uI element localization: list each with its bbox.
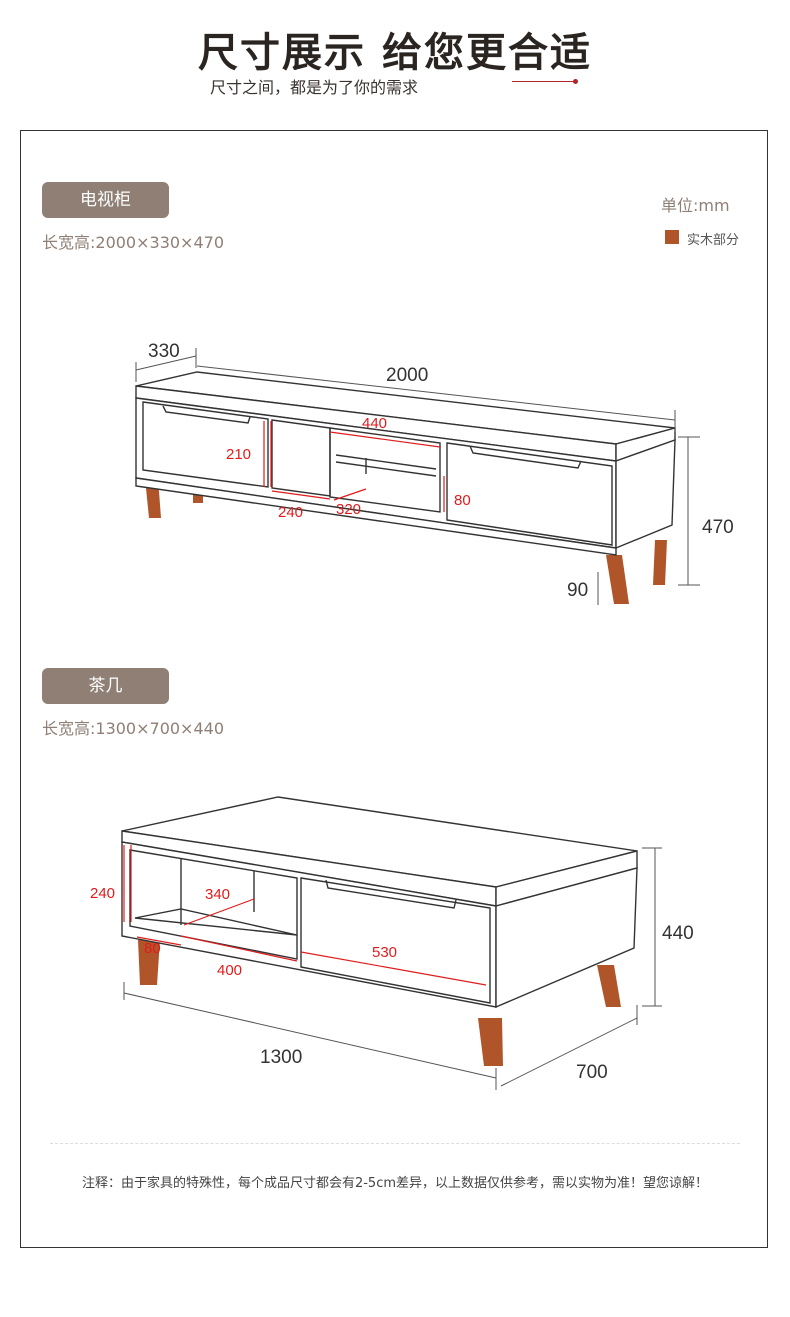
tv-leg-label: 90 xyxy=(567,580,588,601)
ct-open-w-line xyxy=(183,898,255,926)
tv-shelf-d-label: 320 xyxy=(336,501,361,518)
tv-shelf-h-label: 80 xyxy=(454,492,471,509)
decor-dot xyxy=(573,79,578,84)
tv-leg-back-right xyxy=(653,540,667,585)
ct-drawer-w-label: 530 xyxy=(372,944,397,961)
ct-red-dimensions xyxy=(123,845,487,986)
tv-depth-label: 330 xyxy=(148,341,180,362)
tv-height-label: 470 xyxy=(702,517,734,538)
tv-drawer-w-line xyxy=(271,490,331,500)
tv-length-label: 2000 xyxy=(386,365,428,386)
coffee-table-dims: 长宽高:1300×700×440 xyxy=(42,719,225,738)
page-title: 尺寸展示 给您更合适 xyxy=(198,30,592,76)
tv-left-drawer xyxy=(142,401,269,488)
ct-height-label: 440 xyxy=(662,923,694,944)
tv-right-drawer xyxy=(446,442,613,546)
wood-legend-swatch xyxy=(665,230,679,244)
tv-cabinet-dims: 长宽高:2000×330×470 xyxy=(42,233,225,252)
note-divider xyxy=(50,1143,740,1144)
ct-leg-front-right xyxy=(478,1018,503,1066)
tv-shelf-d-line xyxy=(333,488,367,501)
ct-length-line xyxy=(123,992,497,1079)
ct-open-compartment xyxy=(129,849,298,960)
disclaimer-note: 注释：由于家具的特殊性，每个成品尺寸都会有2-5cm差异，以上数据仅供参考，需以… xyxy=(81,1176,709,1191)
coffee-table-drawing xyxy=(121,796,638,1066)
tv-shelf-w-line xyxy=(329,431,441,448)
ct-side-line xyxy=(136,936,182,946)
tv-length-line xyxy=(196,365,676,421)
ct-side-label: 80 xyxy=(144,940,161,957)
ct-open-w-label: 340 xyxy=(205,886,230,903)
tv-drawer-w-label: 240 xyxy=(278,504,303,521)
ct-length-label: 1300 xyxy=(260,1047,302,1068)
ct-compart-w-label: 400 xyxy=(217,962,242,979)
tv-cabinet-badge: 电视柜 xyxy=(42,182,169,218)
tv-plinth xyxy=(135,477,617,556)
ct-body-side xyxy=(495,867,638,1009)
tv-leg-front-right xyxy=(606,555,629,604)
tv-depth-line xyxy=(135,355,197,371)
unit-label: 单位:mm xyxy=(661,196,730,215)
ct-width-label: 700 xyxy=(576,1062,608,1083)
wood-legend-label: 实木部分 xyxy=(687,233,740,248)
decor-line xyxy=(512,81,578,82)
tv-shelf-line-2 xyxy=(335,461,437,477)
ct-drawer-handle xyxy=(325,879,457,909)
ct-compart-w-line xyxy=(180,935,298,962)
ct-leg-back-right xyxy=(597,965,621,1007)
tv-drawer-h-label: 210 xyxy=(226,446,251,463)
tv-dimension-lines xyxy=(135,348,700,605)
coffee-table-badge: 茶几 xyxy=(42,668,169,704)
ct-drawer-w-line xyxy=(300,951,487,986)
ct-compartment-floor xyxy=(134,908,298,936)
page-subtitle: 尺寸之间，都是为了你的需求 xyxy=(210,78,419,97)
ct-leg-front-left xyxy=(138,940,160,985)
ct-drawer xyxy=(300,877,491,1004)
tv-left-drawer-handle xyxy=(162,405,251,424)
content-frame xyxy=(20,130,768,1248)
tv-red-dimensions xyxy=(263,421,445,512)
tv-body-side xyxy=(615,438,676,550)
tv-shelf-line xyxy=(335,454,437,470)
ct-dimension-lines xyxy=(123,847,662,1090)
tv-right-drawer-handle xyxy=(469,445,582,469)
ct-width-line xyxy=(500,1017,638,1087)
tv-shelf-open xyxy=(329,427,441,513)
tv-shelf-w-label: 440 xyxy=(362,415,387,432)
tv-cabinet-drawing xyxy=(135,371,676,604)
ct-open-h-label: 240 xyxy=(90,885,115,902)
